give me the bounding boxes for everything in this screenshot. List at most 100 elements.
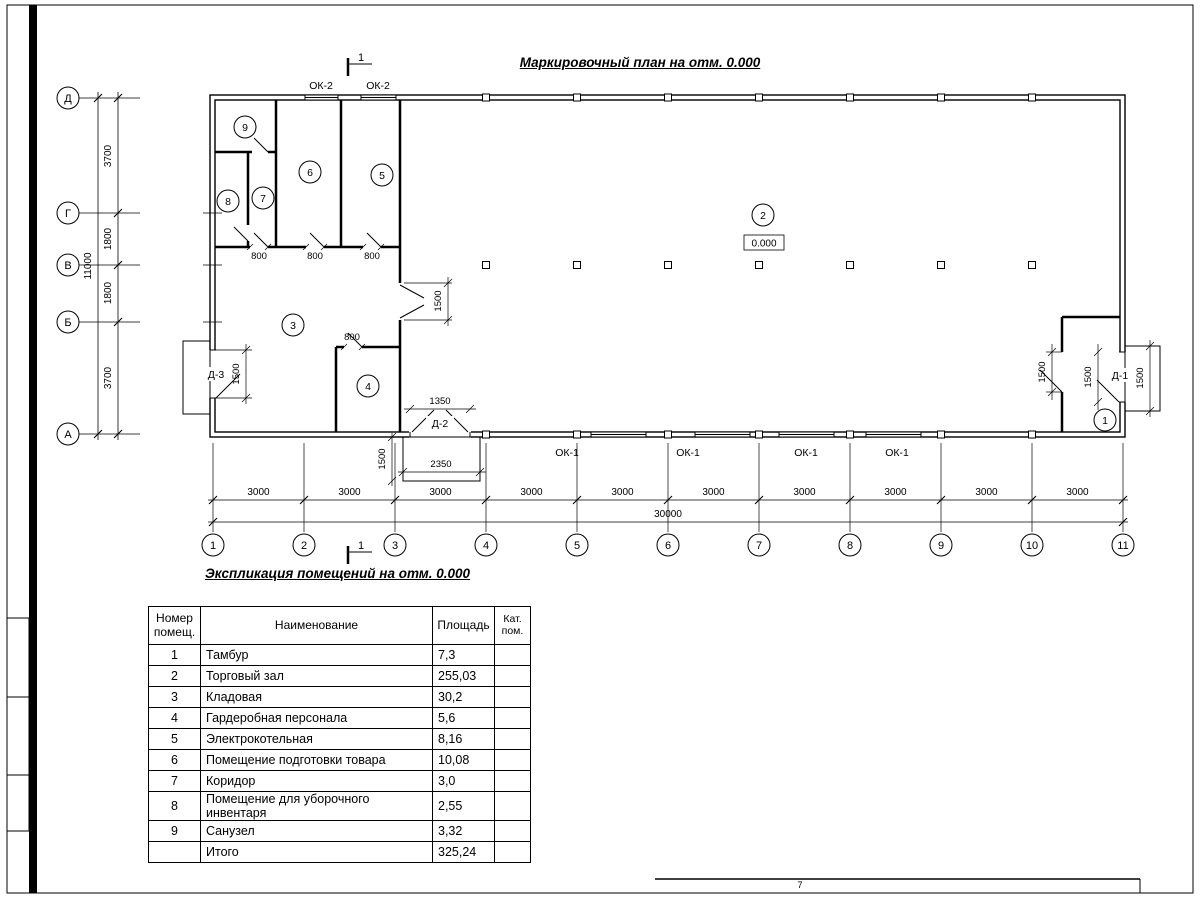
dim-label: 1500 (377, 448, 388, 469)
cell-number: 9 (148, 820, 201, 842)
window-label: ОК-1 (555, 447, 579, 459)
axis-label: 6 (665, 540, 671, 552)
cell-category (494, 707, 531, 729)
dim-label: 11000 (83, 252, 94, 280)
room-number: 3 (290, 320, 296, 332)
dim-label: 3000 (1066, 487, 1089, 498)
cell-number: 6 (148, 749, 201, 771)
plan-title: Маркировочный план на отм. 0.000 (519, 55, 761, 70)
dim-label: 3700 (103, 144, 114, 167)
dim-label: 1500 (433, 290, 444, 311)
cell-name: Гардеробная персонала (200, 707, 433, 729)
dim-label: 3000 (793, 487, 816, 498)
dim-label: 1500 (1135, 367, 1146, 388)
windows (304, 94, 922, 438)
cell-area: 325,24 (432, 841, 495, 863)
cell-area: 10,08 (432, 749, 495, 771)
cell-name: Коридор (200, 770, 433, 792)
dim-label: 3000 (884, 487, 907, 498)
axis-label: Г (65, 208, 71, 220)
table-row: 4 Гардеробная персонала 5,6 (148, 707, 531, 729)
axis-circles (56, 86, 1135, 557)
left-dim-ticks (93, 93, 123, 439)
vertical-dim-labels: 3700 1800 1800 3700 11000 (83, 144, 114, 389)
label-boxes (202, 234, 1134, 430)
window-label: ОК-1 (885, 447, 909, 459)
cell-name: Помещение для уборочного инвентаря (200, 791, 433, 821)
interior-walls (215, 100, 1120, 432)
table-row: 2 Торговый зал 255,03 (148, 665, 531, 687)
room-number: 1 (1102, 415, 1108, 427)
room-number: 9 (242, 122, 248, 134)
detail-dim-labels: 800 800 800 800 1500 1350 2350 1500 1500… (231, 251, 1146, 470)
dim-label: 2350 (430, 459, 451, 470)
cell-number: 1 (148, 644, 201, 666)
dim-label: 3000 (247, 487, 270, 498)
room-number: 5 (379, 170, 385, 182)
cell-category (494, 644, 531, 666)
cell-number: 3 (148, 686, 201, 708)
cell-number: 2 (148, 665, 201, 687)
table-row: 7 Коридор 3,0 (148, 770, 531, 792)
dim-label: 800 (251, 251, 267, 262)
table-row: 5 Электрокотельная 8,16 (148, 728, 531, 750)
room-number: 6 (307, 167, 313, 179)
cell-category (494, 728, 531, 750)
dim-label: 3000 (429, 487, 452, 498)
col-header-number: Номер помещ. (148, 606, 201, 645)
cell-name: Тамбур (200, 644, 433, 666)
col-header-name: Наименование (200, 606, 433, 645)
axis-label: 5 (574, 540, 580, 552)
room-schedule-table: Номер помещ. Наименование Площадь Кат. п… (148, 606, 531, 863)
axis-label: 2 (301, 540, 307, 552)
cell-name: Итого (200, 841, 433, 863)
cell-category (494, 841, 531, 863)
cell-area: 30,2 (432, 686, 495, 708)
room-numbers: 9 8 7 6 5 3 4 2 1 0.000 (225, 122, 1108, 427)
dim-label: 3000 (611, 487, 634, 498)
cell-category (494, 749, 531, 771)
cell-number: 7 (148, 770, 201, 792)
door-label: Д-2 (432, 418, 449, 430)
axis-labels: Д Г В Б А 1 2 3 4 5 6 7 8 9 10 11 (64, 93, 1128, 552)
axis-label: 9 (938, 540, 944, 552)
axis-label: Д (64, 93, 72, 105)
axis-label: А (64, 429, 72, 441)
cell-name: Торговый зал (200, 665, 433, 687)
axis-label: В (64, 260, 71, 272)
sheet-frame (6, 4, 1194, 894)
dim-label: 1800 (103, 281, 114, 304)
window-label: ОК-1 (794, 447, 818, 459)
horizontal-dim-labels: 3000 3000 3000 3000 3000 3000 3000 3000 … (247, 487, 1089, 520)
cell-category (494, 791, 531, 821)
dim-label: 800 (364, 251, 380, 262)
cell-number: 4 (148, 707, 201, 729)
col-header-area: Площадь (432, 606, 495, 645)
bottom-dim-ticks (208, 495, 1128, 527)
axis-label: 7 (756, 540, 762, 552)
door-leaves (215, 137, 1120, 433)
room-number: 2 (760, 210, 766, 222)
dim-label: 3700 (103, 366, 114, 389)
dim-label: 3000 (975, 487, 998, 498)
window-label: ОК-1 (676, 447, 700, 459)
cell-area: 3,32 (432, 820, 495, 842)
section-mark-labels: 1 1 (358, 52, 364, 552)
cell-area: 255,03 (432, 665, 495, 687)
section-marks (346, 58, 372, 564)
cell-area: 7,3 (432, 644, 495, 666)
dim-label: 800 (344, 332, 360, 343)
window-label: ОК-2 (309, 80, 333, 92)
cell-category (494, 686, 531, 708)
table-title: Экспликация помещений на отм. 0.000 (205, 566, 471, 581)
room-number: 7 (260, 193, 266, 205)
axis-label: 11 (1117, 540, 1128, 552)
table-row: 9 Санузел 3,32 (148, 820, 531, 842)
axis-label: 1 (210, 540, 216, 552)
cell-number (148, 841, 201, 863)
dim-label: 3000 (702, 487, 725, 498)
door-label: Д-3 (208, 369, 225, 381)
axis-label: 3 (392, 540, 398, 552)
elevation-mark: 0.000 (751, 239, 776, 250)
